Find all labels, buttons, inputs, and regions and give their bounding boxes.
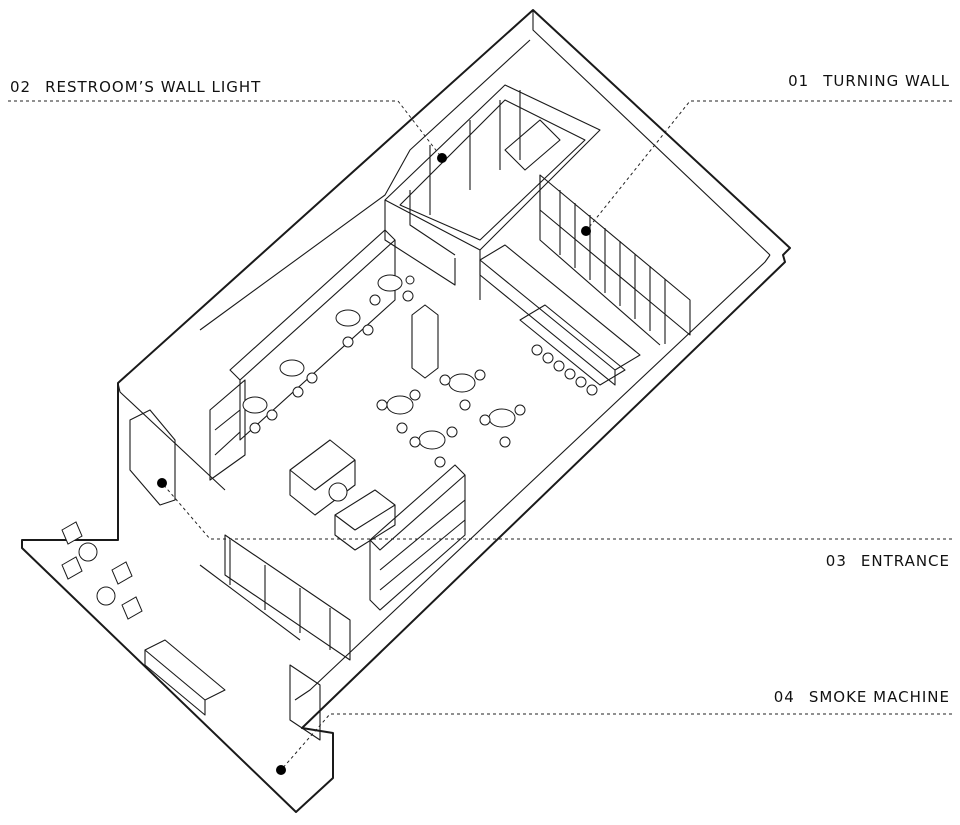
label-text: TURNING WALL <box>823 72 950 90</box>
building-outline <box>21 9 791 813</box>
label-restroom-wall-light: 02 RESTROOM’S WALL LIGHT <box>10 78 261 96</box>
label-number: 01 <box>788 72 810 90</box>
table-group-5 <box>439 369 486 411</box>
label-text: SMOKE MACHINE <box>808 688 950 706</box>
marker-dots <box>157 153 591 775</box>
entrance-partition <box>369 464 466 611</box>
label-number: 03 <box>825 552 847 570</box>
column <box>411 304 439 379</box>
leader-01 <box>585 100 952 232</box>
bar-stools <box>531 344 598 396</box>
table-group-2 <box>335 309 374 348</box>
bar-counter <box>479 244 641 386</box>
leader-03 <box>161 482 952 540</box>
terrace-bench <box>144 639 226 716</box>
marker-04 <box>276 765 286 775</box>
table-group-7 <box>479 404 526 448</box>
table-group-6 <box>376 389 421 434</box>
label-number: 04 <box>773 688 795 706</box>
label-turning-wall: 01 TURNING WALL <box>788 72 950 90</box>
restroom-block <box>384 84 601 300</box>
leader-02 <box>8 100 443 159</box>
terrace-furniture <box>61 521 143 620</box>
marker-01 <box>581 226 591 236</box>
interior-wall-left <box>117 382 226 491</box>
furniture <box>61 274 598 620</box>
marker-02 <box>437 153 447 163</box>
label-smoke-machine: 04 SMOKE MACHINE <box>774 688 950 706</box>
label-entrance: 03 ENTRANCE <box>826 552 950 570</box>
sofa <box>289 439 356 516</box>
interior-wall-top <box>199 39 531 331</box>
label-text: RESTROOM’S WALL LIGHT <box>45 78 262 96</box>
table-group-1 <box>369 274 415 306</box>
table-group-4 <box>242 396 278 434</box>
storefront-glazing <box>199 534 351 661</box>
leader-lines <box>8 100 952 771</box>
lounge-table <box>328 482 348 502</box>
table-group-3 <box>279 359 318 398</box>
table-group-8 <box>409 426 458 468</box>
smoke-machine-housing <box>289 664 321 741</box>
label-text: ENTRANCE <box>860 552 950 570</box>
turning-wall <box>539 174 691 346</box>
leader-04 <box>280 713 952 771</box>
marker-03 <box>157 478 167 488</box>
entrance-block <box>129 409 176 506</box>
left-banquette <box>209 229 396 481</box>
label-number: 02 <box>10 78 32 96</box>
